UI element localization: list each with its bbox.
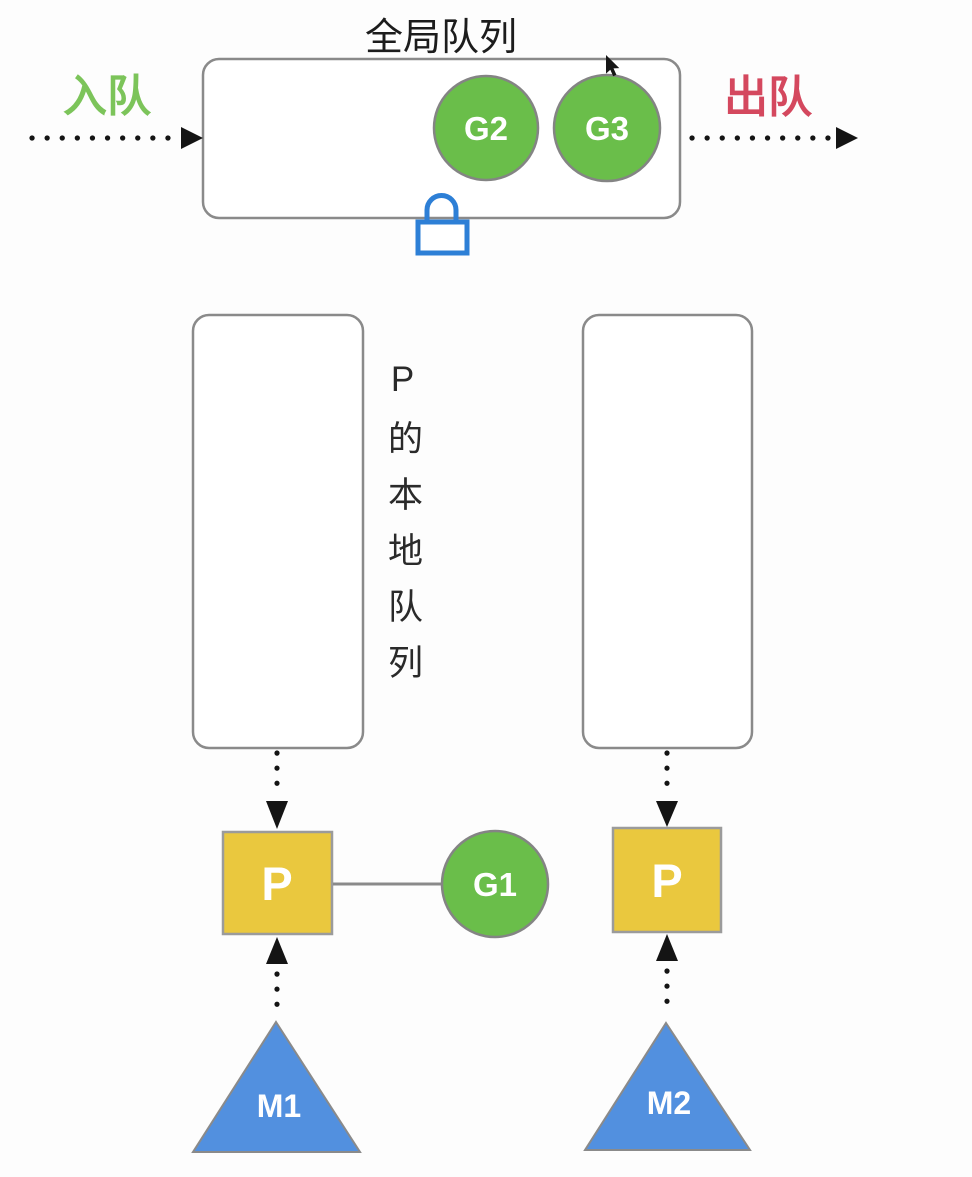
processor-right-label: P xyxy=(651,854,682,907)
enqueue-arrowhead-icon xyxy=(181,127,203,149)
goroutine-g1-label: G1 xyxy=(473,866,517,903)
local-queue-vertical-label: P的本地队列 xyxy=(383,360,422,700)
lock-shackle-icon xyxy=(424,193,459,224)
machine-m1-triangle xyxy=(191,1020,362,1153)
left-queue-to-p-arrowhead-icon xyxy=(266,801,288,829)
enqueue-label: 入队 xyxy=(63,72,152,121)
right-queue-to-p-arrowhead-icon xyxy=(656,801,678,827)
processor-left-label: P xyxy=(261,857,292,910)
processor-left-square xyxy=(221,830,334,936)
left-m-to-p-arrowhead-icon xyxy=(266,937,288,964)
dequeue-label: 出队 xyxy=(724,73,813,122)
goroutine-g2-label: G2 xyxy=(464,110,508,147)
right-m-to-p-arrowhead-icon xyxy=(656,934,678,961)
goroutine-g3-circle xyxy=(552,73,662,183)
machine-m1-label: M1 xyxy=(257,1088,301,1124)
processor-right-square xyxy=(611,826,723,934)
dequeue-arrowhead-icon xyxy=(836,127,858,149)
goroutine-g2-circle xyxy=(432,74,540,182)
machine-m2-label: M2 xyxy=(647,1085,691,1121)
local-queue-left-box xyxy=(191,313,365,750)
goroutine-g1-circle xyxy=(440,829,550,939)
machine-m2-triangle xyxy=(583,1021,752,1151)
mouse-cursor-icon xyxy=(606,55,620,77)
goroutine-g3-label: G3 xyxy=(585,110,629,147)
local-queue-right-box xyxy=(581,313,754,750)
lock-icon xyxy=(415,219,470,256)
global-queue-title: 全局队列 xyxy=(365,17,517,59)
